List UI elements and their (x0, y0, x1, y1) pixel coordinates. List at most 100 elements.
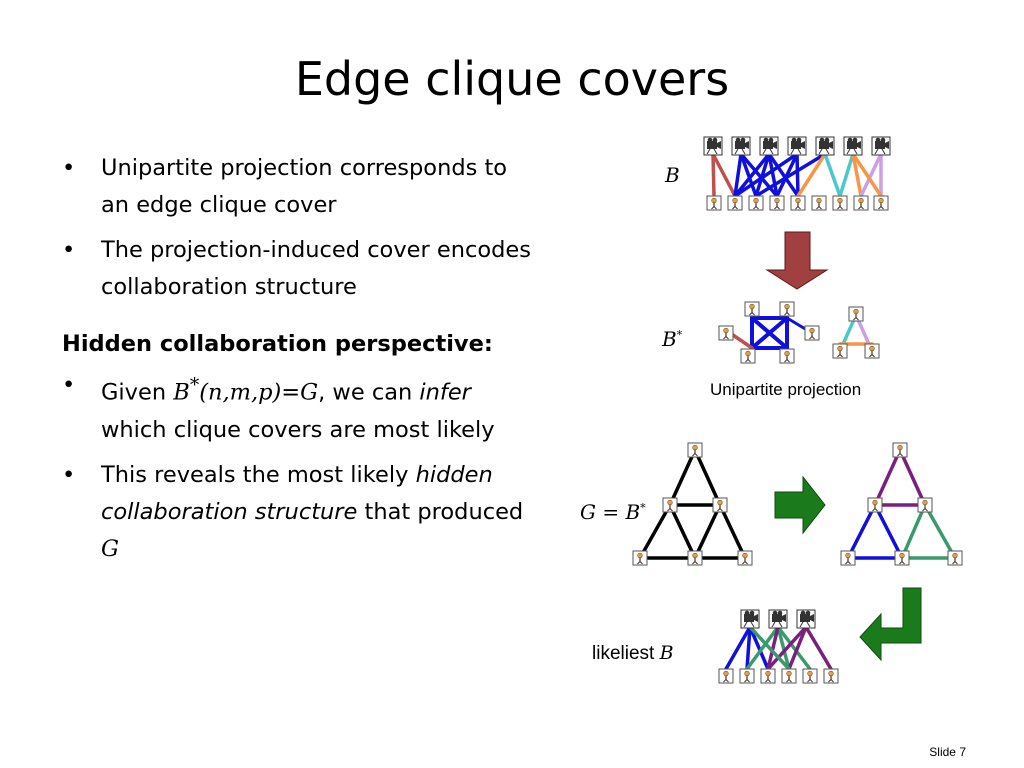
person-icon (687, 442, 703, 458)
bullet-item: This reveals the most likely hidden coll… (62, 457, 532, 568)
graph-edge (838, 152, 855, 198)
film-icon (843, 136, 863, 156)
person-icon (662, 497, 678, 513)
graph-edge (823, 152, 842, 198)
film-icon (759, 136, 779, 156)
graph-edge (754, 152, 771, 198)
graph-edge (745, 625, 752, 671)
graph-edge (873, 503, 904, 560)
person-icon (848, 306, 864, 322)
person-icon (712, 497, 728, 513)
caption-likeliest: likeliest B (592, 642, 674, 664)
person-icon (832, 343, 848, 359)
graph-edge (724, 625, 752, 671)
math-args: (n,m,p) (199, 379, 282, 406)
graph-edge (859, 152, 883, 198)
graph-edge (900, 503, 927, 560)
graph-edge (750, 316, 789, 350)
bullet-text: This reveals the most likely (101, 461, 416, 488)
person-icon (892, 442, 908, 458)
person-icon (947, 550, 963, 566)
graph-edge (776, 625, 791, 671)
person-icon (823, 668, 839, 684)
label-g-equals-b-star: G = B* (580, 500, 646, 524)
graph-edge (718, 503, 747, 560)
caption-unipartite: Unipartite projection (710, 380, 862, 399)
person-icon (811, 195, 827, 211)
bullet-text: , we can (318, 379, 420, 406)
graph-edge (668, 503, 697, 560)
graph-edge (851, 152, 883, 198)
graph-edge (754, 152, 827, 198)
bullet-text: which clique covers are most likely (101, 416, 495, 443)
person-icon (769, 195, 785, 211)
graph-edge (846, 503, 877, 560)
graph-edge (733, 152, 799, 198)
emphasis: hidden collaboration structure (101, 461, 493, 525)
bullet-list-bottom: Given B*(n,m,p)=G, we can infer which cl… (62, 367, 532, 568)
graph-edge (851, 152, 863, 198)
person-icon (737, 550, 753, 566)
person-icon (779, 301, 795, 317)
person-icon (727, 195, 743, 211)
math-g: G (300, 379, 319, 406)
person-icon (739, 668, 755, 684)
person-icon (744, 301, 760, 317)
person-icon (802, 668, 818, 684)
math-sup: * (189, 375, 200, 396)
film-icon (871, 136, 891, 156)
graph-edge (711, 152, 737, 198)
bullet-text: that produced (357, 498, 524, 525)
graph-edge (766, 625, 780, 671)
person-icon (718, 325, 734, 341)
math-b: B (173, 379, 190, 406)
math-g: G (101, 535, 119, 562)
graph-edge (775, 152, 799, 198)
projection-nodes (718, 301, 880, 364)
person-icon (748, 195, 764, 211)
person-icon (706, 195, 722, 211)
math-equals: = (281, 379, 301, 406)
graph-edge (638, 503, 672, 560)
graph-edge (766, 625, 808, 671)
slide-title: Edge clique covers (294, 52, 730, 106)
graph-edge (668, 448, 697, 507)
graph-edge (693, 448, 722, 507)
graph-edge (693, 503, 722, 560)
person-icon (917, 497, 933, 513)
graph-edge (796, 152, 827, 198)
graph-edge (733, 152, 771, 198)
graph-edge (923, 503, 957, 560)
bullet-item: Unipartite projection corresponds to an … (62, 150, 532, 224)
person-icon (687, 550, 703, 566)
emphasis: infer (419, 379, 471, 406)
person-icon (864, 343, 880, 359)
graph-edge (776, 625, 812, 671)
film-icon (740, 609, 760, 629)
film-icon (815, 136, 835, 156)
graph-edge (873, 448, 902, 507)
bullet-text: Given (101, 379, 174, 406)
graph-edge (728, 331, 754, 350)
graph-edge (748, 625, 791, 671)
likeliest-b-edges (724, 625, 833, 671)
bullet-item: Given B*(n,m,p)=G, we can infer which cl… (62, 367, 532, 449)
graph-edge (748, 625, 770, 671)
graph-edge (767, 152, 800, 198)
graph-edge (739, 152, 779, 198)
label-b-star: B* (662, 327, 683, 351)
person-icon (781, 668, 797, 684)
bipartite-graph-b (711, 152, 883, 198)
person-icon (867, 497, 883, 513)
graph-edge (804, 625, 833, 671)
person-icon (632, 550, 648, 566)
graph-edge (733, 152, 743, 198)
graph-edge (767, 152, 779, 198)
person-icon (832, 195, 848, 211)
graph-edge (745, 625, 780, 671)
person-icon (840, 550, 856, 566)
clique-cover-edges (846, 448, 957, 560)
text-column: Unipartite projection corresponds to an … (62, 150, 532, 576)
film-icon (796, 609, 816, 629)
